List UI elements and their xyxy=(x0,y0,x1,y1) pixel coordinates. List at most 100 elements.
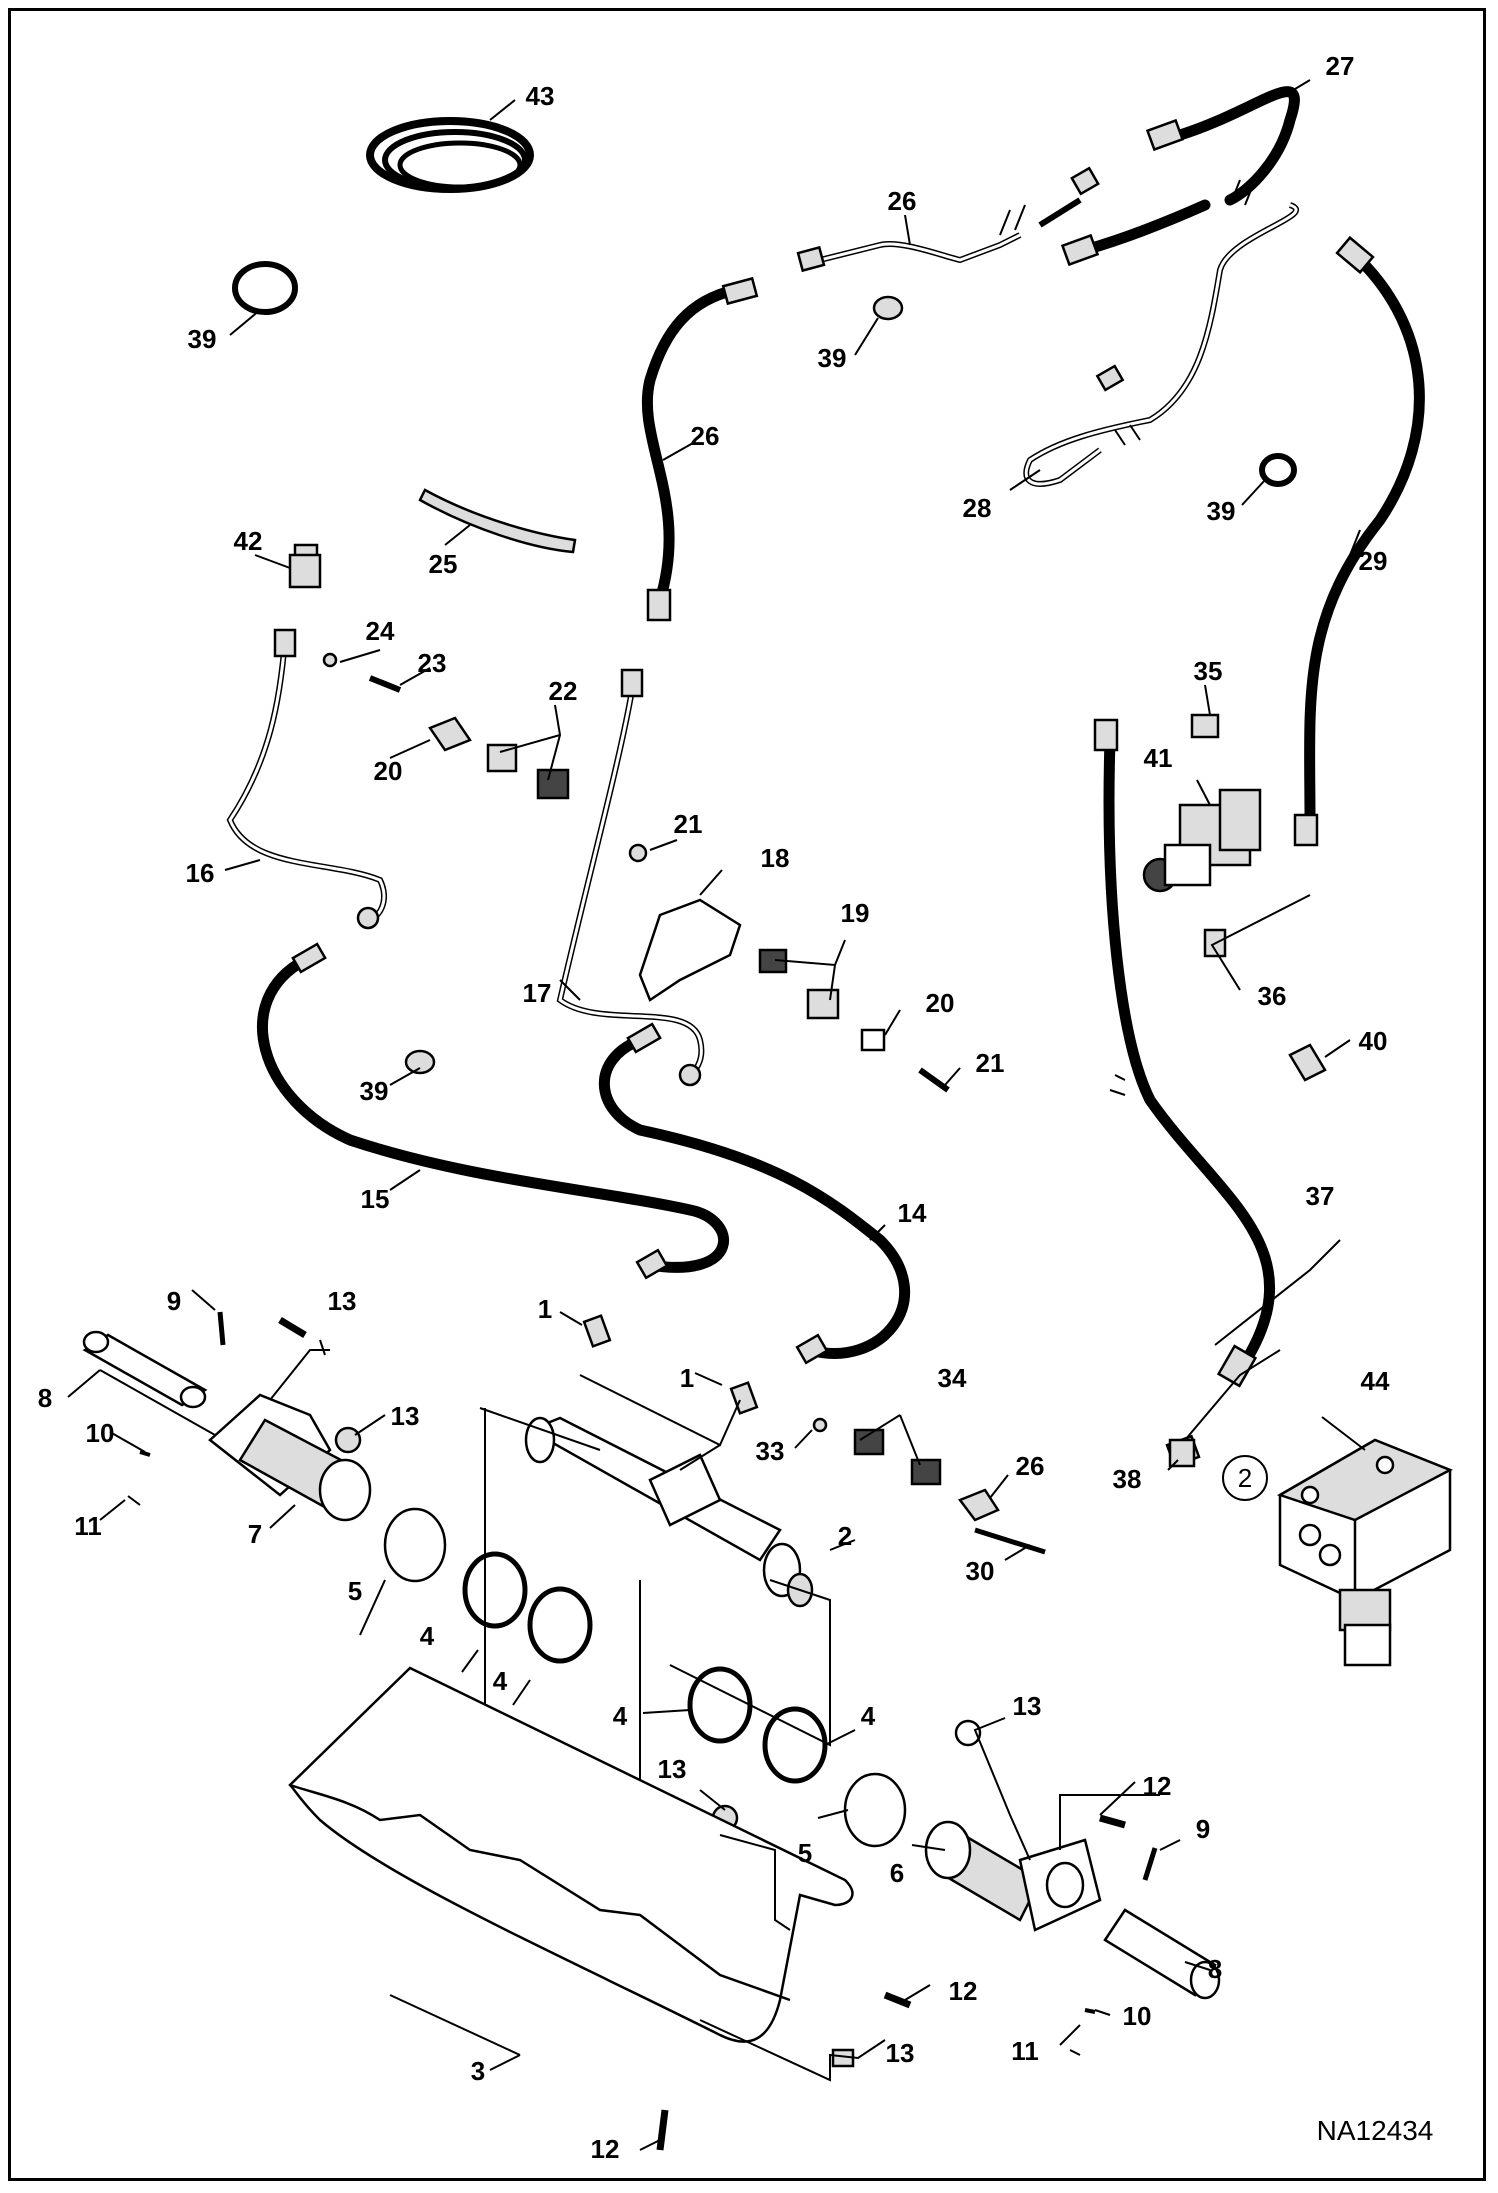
circle-ref-label: 2 xyxy=(1238,1463,1252,1493)
part-10-right xyxy=(1084,2008,1096,2014)
svg-text:13: 13 xyxy=(886,2038,915,2068)
svg-text:27: 27 xyxy=(1326,51,1355,81)
svg-text:8: 8 xyxy=(1208,1954,1222,1984)
svg-text:34: 34 xyxy=(938,1363,967,1393)
svg-text:11: 11 xyxy=(1011,2036,1039,2066)
svg-text:13: 13 xyxy=(328,1286,357,1316)
break-marks xyxy=(999,179,1256,1096)
bolt-12-b xyxy=(1099,1814,1126,1829)
svg-text:17: 17 xyxy=(523,978,552,1008)
clamp-39-b xyxy=(872,295,904,321)
valve-43 xyxy=(1142,788,1262,893)
bushing-5-right xyxy=(843,1772,907,1848)
svg-text:4: 4 xyxy=(493,1666,508,1696)
svg-text:11: 11 xyxy=(74,1511,102,1541)
svg-text:42: 42 xyxy=(234,526,263,556)
part-11-right xyxy=(1069,2049,1081,2056)
hose-14 xyxy=(598,1034,910,1359)
manifold-44 xyxy=(1276,1438,1453,1667)
svg-text:30: 30 xyxy=(966,1556,995,1586)
clamp-4-b xyxy=(527,1586,593,1664)
part-26-a xyxy=(428,716,472,752)
bolt-21 xyxy=(918,1067,950,1093)
leader-lines xyxy=(67,79,1366,2151)
svg-text:33: 33 xyxy=(756,1436,785,1466)
bolt-23 xyxy=(974,1527,1046,1555)
svg-text:2: 2 xyxy=(838,1521,852,1551)
tube-32-b xyxy=(1038,197,1082,228)
svg-text:4: 4 xyxy=(420,1621,435,1651)
coiled-hose-41 xyxy=(366,117,534,193)
clamp-4-d xyxy=(762,1706,828,1784)
callout-labels: 43 39 39 26 27 28 39 29 42 25 26 24 23 2… xyxy=(38,51,1390,2164)
pin-8-left xyxy=(82,1330,208,1409)
svg-text:26: 26 xyxy=(888,186,917,216)
pin-28 xyxy=(368,675,402,693)
svg-text:10: 10 xyxy=(1123,2001,1152,2031)
drawing-ref: NA12434 xyxy=(1317,2115,1434,2146)
svg-text:21: 21 xyxy=(976,1048,1005,1078)
svg-text:43: 43 xyxy=(526,81,555,111)
hose-15 xyxy=(257,954,729,1273)
svg-text:1: 1 xyxy=(538,1294,552,1324)
svg-text:12: 12 xyxy=(949,1976,978,2006)
svg-text:26: 26 xyxy=(1016,1451,1045,1481)
svg-text:22: 22 xyxy=(549,676,578,706)
svg-text:36: 36 xyxy=(1258,981,1287,1011)
svg-text:23: 23 xyxy=(418,648,447,678)
svg-text:1: 1 xyxy=(680,1363,694,1393)
fastener-40 xyxy=(1288,1043,1327,1082)
sleeve-7 xyxy=(208,1393,372,1522)
pin-9-left xyxy=(217,1311,226,1346)
svg-text:5: 5 xyxy=(348,1576,362,1606)
guard-3 xyxy=(288,1666,854,2043)
svg-text:7: 7 xyxy=(248,1519,262,1549)
svg-text:44: 44 xyxy=(1361,1366,1390,1396)
sleeve-6 xyxy=(924,1820,1102,1932)
cylinder-2 xyxy=(524,1416,814,1608)
svg-text:16: 16 xyxy=(186,858,215,888)
nut-24 xyxy=(812,1417,828,1433)
svg-text:29: 29 xyxy=(1359,546,1388,576)
pin-9-right xyxy=(1142,1847,1158,1881)
bolt-12-d xyxy=(656,2109,669,2151)
svg-text:37: 37 xyxy=(1306,1181,1335,1211)
svg-text:12: 12 xyxy=(591,2134,620,2164)
clamp-39-d xyxy=(404,1049,436,1075)
svg-text:35: 35 xyxy=(1194,656,1223,686)
svg-text:9: 9 xyxy=(167,1286,181,1316)
strip-30 xyxy=(418,488,577,554)
bolt-12-a xyxy=(278,1316,307,1339)
hose-35 xyxy=(1304,254,1425,826)
part-11-left xyxy=(127,1495,141,1506)
hose-33-upper xyxy=(1174,86,1300,206)
svg-text:3: 3 xyxy=(471,2056,485,2086)
svg-text:10: 10 xyxy=(86,1418,115,1448)
nut-13-c xyxy=(954,1719,982,1747)
nut-13-a xyxy=(334,1426,362,1454)
part-27-b xyxy=(536,768,570,800)
part-19-b xyxy=(806,988,840,1020)
svg-text:21: 21 xyxy=(674,809,703,839)
bracket-18 xyxy=(638,898,742,1002)
svg-text:24: 24 xyxy=(366,616,395,646)
svg-text:5: 5 xyxy=(798,1838,812,1868)
part-20 xyxy=(860,1028,886,1052)
svg-text:25: 25 xyxy=(429,549,458,579)
svg-text:26: 26 xyxy=(691,421,720,451)
svg-text:13: 13 xyxy=(391,1401,420,1431)
part-10-left xyxy=(139,1450,151,1457)
guard-3-edge xyxy=(289,1783,791,2002)
tee-42 xyxy=(288,553,322,589)
svg-text:4: 4 xyxy=(613,1701,628,1731)
svg-text:39: 39 xyxy=(1207,496,1236,526)
hose-33-lower xyxy=(1079,199,1211,256)
hose-31 xyxy=(641,284,741,606)
svg-text:39: 39 xyxy=(818,343,847,373)
diagram-frame xyxy=(8,8,1486,2181)
svg-text:14: 14 xyxy=(898,1198,927,1228)
svg-text:9: 9 xyxy=(1196,1814,1210,1844)
svg-text:15: 15 xyxy=(361,1184,390,1214)
svg-text:13: 13 xyxy=(1013,1691,1042,1721)
